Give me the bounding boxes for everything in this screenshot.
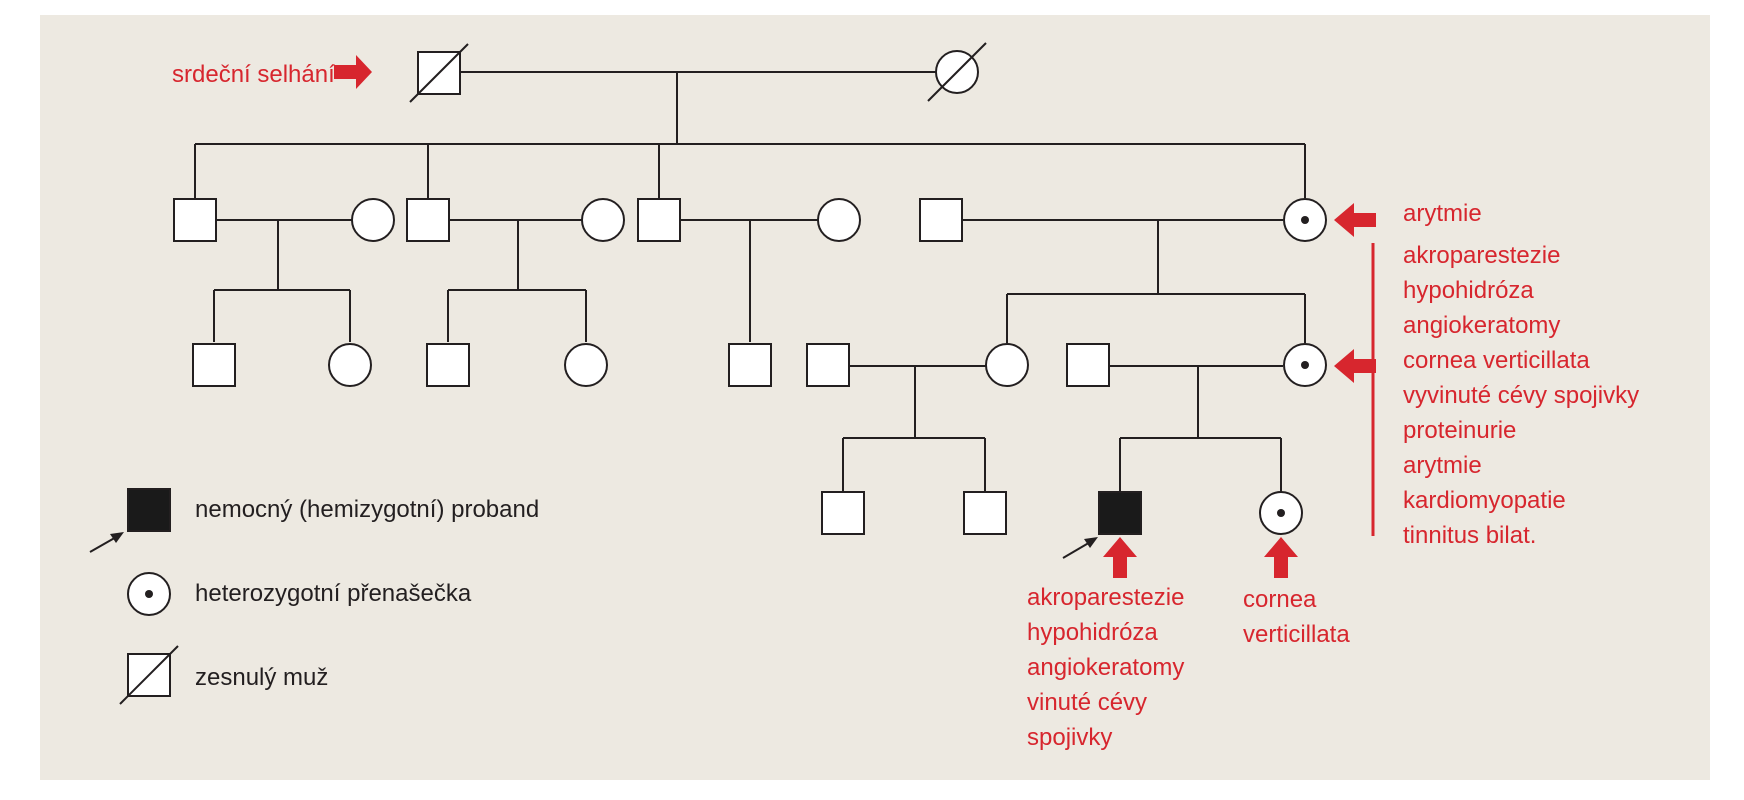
male-symbol	[728, 343, 772, 387]
arrow-up-icon	[1264, 537, 1298, 578]
symptom-item: angiokeratomy	[1027, 654, 1184, 681]
male-symbol	[963, 491, 1007, 535]
affected-male-icon	[127, 488, 171, 532]
red-arrows	[334, 55, 1376, 578]
symptom-item: akroparestezie	[1027, 584, 1184, 611]
figure-background	[40, 15, 1710, 780]
annotation-list-sister: cornea verticillata	[1243, 586, 1350, 648]
female-symbol	[564, 343, 608, 387]
pointer-arrow-icon	[89, 532, 124, 553]
female-symbol	[817, 198, 861, 242]
male-symbol	[637, 198, 681, 242]
legend-proband-label: nemocný (hemizygotní) proband	[195, 496, 539, 523]
legend-carrier-label: heterozygotní přenašečka	[195, 580, 472, 607]
female-symbol	[351, 198, 395, 242]
symptom-item: angiokeratomy	[1403, 312, 1560, 339]
proband-pointer-arrow	[1062, 537, 1098, 559]
pedigree-lines	[194, 71, 1306, 493]
symptom-item: tinnitus bilat.	[1403, 522, 1536, 549]
legend-deceased-entry: zesnulý muž	[119, 645, 328, 705]
symptom-item: hypohidróza	[1027, 619, 1158, 646]
male-symbol	[173, 198, 217, 242]
carrier-mother-gen2-symbol	[1283, 198, 1327, 242]
grandfather-deceased-symbol	[409, 43, 469, 103]
legend-proband-entry: nemocný (hemizygotní) proband	[89, 488, 539, 553]
arrow-left-icon	[1334, 203, 1376, 237]
male-symbol	[806, 343, 850, 387]
male-symbol	[406, 198, 450, 242]
symptom-item: kardiomyopatie	[1403, 487, 1566, 514]
symptom-item: cornea	[1243, 586, 1317, 613]
male-symbol	[919, 198, 963, 242]
annotation-list-mother-gen3: akroparestezie hypohidróza angiokeratomy…	[1403, 242, 1639, 549]
symptom-item: arytmie	[1403, 452, 1482, 479]
female-symbol	[328, 343, 372, 387]
symptom-item: akroparestezie	[1403, 242, 1560, 269]
symptom-item: verticillata	[1243, 621, 1350, 648]
annotation-list-proband: akroparestezie hypohidróza angiokeratomy…	[1027, 584, 1184, 751]
grandmother-deceased-symbol	[927, 42, 987, 102]
carrier-mother-gen3-symbol	[1283, 343, 1327, 387]
carrier-sister-symbol	[1259, 491, 1303, 535]
male-symbol	[821, 491, 865, 535]
male-symbol	[192, 343, 236, 387]
symptom-item: cornea verticillata	[1403, 347, 1590, 374]
symptom-item: vyvinuté cévy spojivky	[1403, 382, 1639, 409]
annotation-heart-failure: srdeční selhání	[172, 61, 335, 88]
male-symbol	[426, 343, 470, 387]
male-symbol	[1066, 343, 1110, 387]
proband-affected-symbol	[1098, 491, 1142, 535]
symptom-item: hypohidróza	[1403, 277, 1534, 304]
symptom-item: spojivky	[1027, 724, 1112, 751]
arrow-right-icon	[334, 55, 372, 89]
annotation-arrhythmia: arytmie	[1403, 200, 1482, 227]
female-symbol	[581, 198, 625, 242]
symptom-item: proteinurie	[1403, 417, 1516, 444]
female-symbol	[985, 343, 1029, 387]
arrow-up-icon	[1103, 537, 1137, 578]
legend-carrier-entry: heterozygotní přenašečka	[127, 572, 472, 616]
legend-deceased-label: zesnulý muž	[195, 664, 328, 691]
pedigree-symbols	[173, 42, 1327, 535]
symptom-item: vinuté cévy	[1027, 689, 1147, 716]
arrow-left-icon	[1334, 349, 1376, 383]
legend: nemocný (hemizygotní) proband heterozygo…	[89, 488, 539, 705]
